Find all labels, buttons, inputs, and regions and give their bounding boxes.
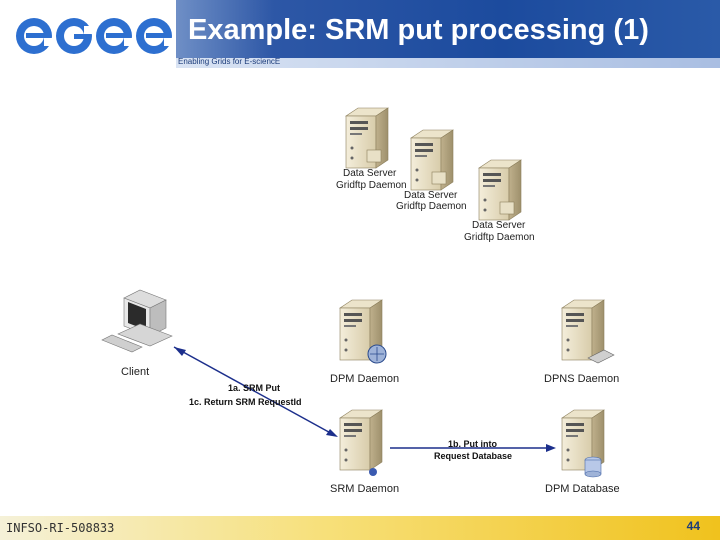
client-label: Client: [121, 366, 149, 378]
dpns-daemon-server: DPNS Daemon: [544, 299, 619, 385]
client-srm-arrow: [173, 346, 338, 437]
page-number: 44: [686, 519, 700, 533]
footer-project-id: INFSO-RI-508833: [6, 521, 115, 535]
title-bar: [176, 0, 720, 58]
dpm-daemon-server: DPM Daemon: [330, 299, 399, 385]
dpm-database-server: DPM Database: [545, 409, 620, 495]
srm-daemon-server: SRM Daemon: [330, 409, 399, 495]
srm-daemon-label: SRM Daemon: [330, 483, 399, 495]
step-1c-label: 1c. Return SRM RequestId: [189, 397, 302, 407]
header: Example: SRM put processing (1) Enabling…: [0, 0, 720, 68]
data-server-2-label: Data Server: [404, 190, 458, 201]
data-server-1-label: Data Server: [343, 168, 397, 179]
footer-bar: [0, 516, 720, 540]
subtitle-bar: [176, 58, 720, 68]
step-1b-label: 1b. Put into: [448, 439, 497, 449]
data-server-1-sublabel: Gridftp Daemon: [336, 180, 407, 191]
egee-logo: [0, 0, 180, 68]
client-computer: Client: [101, 289, 173, 378]
step-1b-sublabel: Request Database: [434, 451, 512, 461]
dpns-daemon-label: DPNS Daemon: [544, 373, 619, 385]
data-server-3-label: Data Server: [472, 220, 526, 231]
step-1a-label: 1a. SRM Put: [228, 383, 280, 393]
data-server-2: Data Server Gridftp Daemon: [396, 129, 467, 212]
page-subtitle: Enabling Grids for E-sciencE: [178, 57, 281, 66]
data-server-3-sublabel: Gridftp Daemon: [464, 232, 535, 243]
dpm-daemon-label: DPM Daemon: [330, 373, 399, 385]
data-server-2-sublabel: Gridftp Daemon: [396, 201, 467, 212]
srm-database-arrow: [390, 444, 556, 452]
data-server-1: Data Server Gridftp Daemon: [336, 107, 407, 191]
page-title: Example: SRM put processing (1): [188, 14, 649, 46]
dpm-database-label: DPM Database: [545, 483, 620, 495]
data-server-3: Data Server Gridftp Daemon: [464, 159, 535, 243]
srm-put-diagram: Data Server Gridftp Daemon Data Server G…: [101, 107, 620, 495]
